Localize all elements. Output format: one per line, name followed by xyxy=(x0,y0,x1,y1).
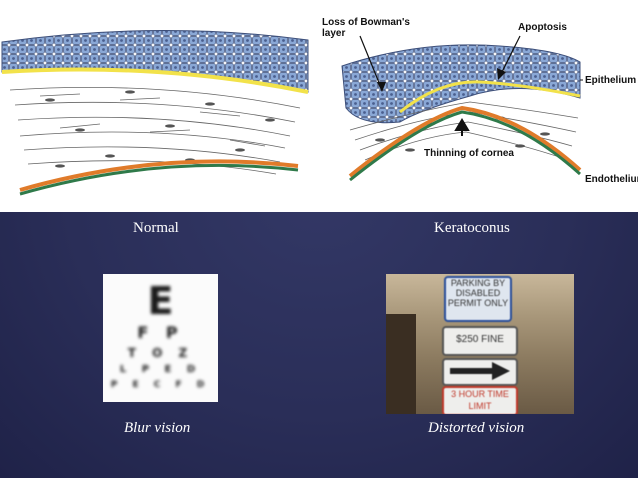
caption-keratoconus: Keratoconus xyxy=(434,220,510,236)
cornea-diagram-panel: Loss of Bowman's layer Apoptosis Epithel… xyxy=(0,0,638,212)
eye-chart-row: T O Z xyxy=(127,346,194,360)
caption-blur-vision: Blur vision xyxy=(124,420,191,436)
eye-chart-row: P E C F D xyxy=(110,380,211,390)
normal-stroma-fibers xyxy=(9,86,301,175)
bowman-pointer-icon xyxy=(377,82,386,92)
sign-disabled-parking: PARKING BY DISABLED PERMIT ONLY xyxy=(444,276,512,322)
cornea-diagrams xyxy=(1,30,583,196)
distorted-signs-image: PARKING BY DISABLED PERMIT ONLY $250 FIN… xyxy=(386,274,574,414)
label-epithelium: Epithelium xyxy=(585,75,637,86)
kc-bowman-layer xyxy=(399,80,581,114)
keratoconus-cornea xyxy=(341,35,583,182)
eye-chart-rows: E F P T O Z L P E D P E C F D xyxy=(103,280,218,392)
label-loss-of-bowmans: Loss of Bowman's layer xyxy=(322,17,410,39)
arrow-right-icon xyxy=(450,362,510,380)
label-thinning: Thinning of cornea xyxy=(424,148,514,159)
sign-time-limit: 3 HOUR TIME LIMIT xyxy=(442,386,518,414)
normal-keratocytes xyxy=(45,90,275,168)
bowman-pointer-line xyxy=(359,35,383,91)
eye-chart-row: F P xyxy=(137,323,184,342)
thinning-arrow-icon xyxy=(454,118,470,136)
apoptosis-pointer-line xyxy=(499,35,521,77)
sign-fine: $250 FINE xyxy=(442,326,518,356)
label-endothelium: Endothelium xyxy=(585,174,638,185)
normal-endothelium-green xyxy=(19,163,299,196)
normal-cornea xyxy=(1,30,309,196)
sign-arrow xyxy=(442,358,518,386)
photo-wall-left xyxy=(386,314,416,414)
caption-normal: Normal xyxy=(133,220,179,236)
apoptosis-pointer-icon xyxy=(497,68,506,80)
normal-endothelium-orange xyxy=(19,159,299,192)
kc-endothelium-green xyxy=(349,110,582,182)
normal-bowman-layer xyxy=(1,67,309,94)
eye-chart-row: E xyxy=(147,279,174,323)
caption-distorted-vision: Distorted vision xyxy=(428,420,525,436)
blurred-eye-chart-image: E F P T O Z L P E D P E C F D xyxy=(103,274,218,402)
kc-endothelium-orange xyxy=(348,105,582,178)
label-apoptosis: Apoptosis xyxy=(518,22,567,33)
eye-chart-row: L P E D xyxy=(119,364,202,375)
